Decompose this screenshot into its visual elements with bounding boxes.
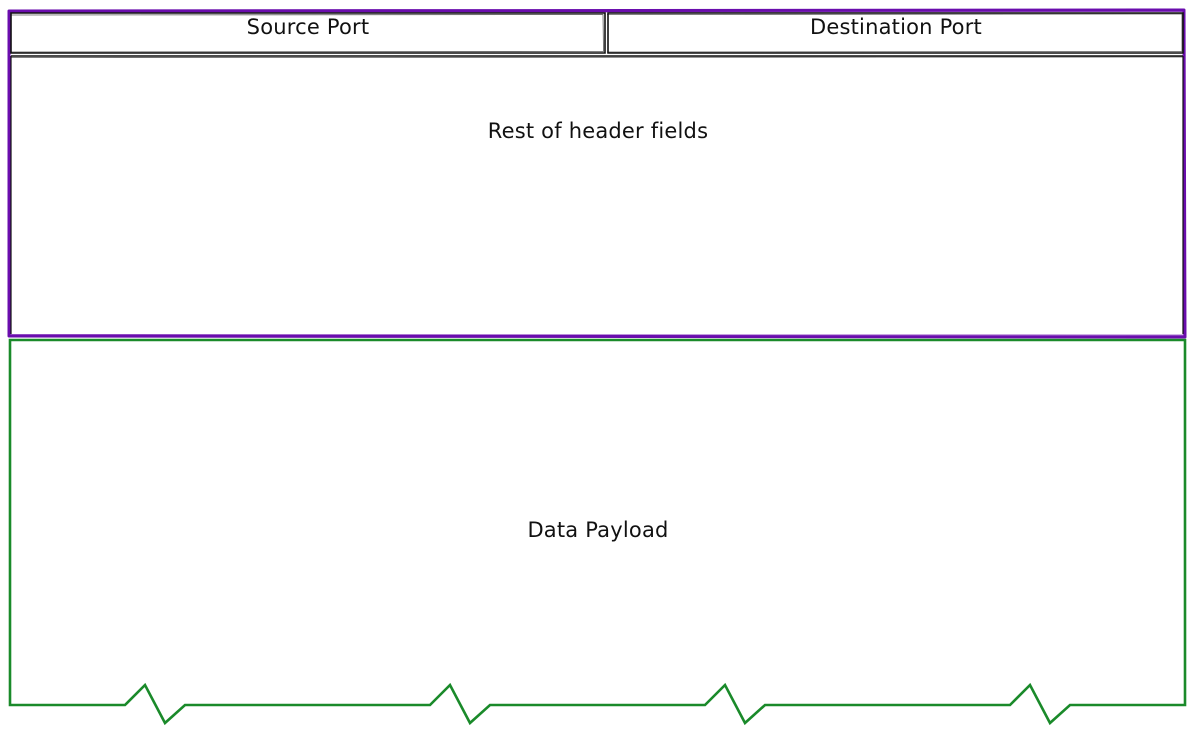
rest-fields-top-line-sketch <box>10 56 1184 58</box>
header-border-sketch <box>9 10 1185 336</box>
payload-border <box>8 338 1187 726</box>
source-port-field <box>10 12 606 54</box>
destination-port-field <box>607 12 1184 54</box>
data-payload-label: Data Payload <box>527 518 669 542</box>
header-block <box>7 8 1187 339</box>
rest-of-header-label: Rest of header fields <box>487 119 709 143</box>
header-border <box>7 8 1187 339</box>
payload-block <box>8 338 1187 726</box>
source-port-label: Source Port <box>246 15 370 39</box>
port-row <box>10 12 1184 334</box>
source-port-field-sketch <box>10 14 604 53</box>
destination-port-field-sketch <box>606 13 1183 53</box>
rest-fields-side-lines <box>10 56 1184 334</box>
destination-port-label: Destination Port <box>809 15 982 39</box>
